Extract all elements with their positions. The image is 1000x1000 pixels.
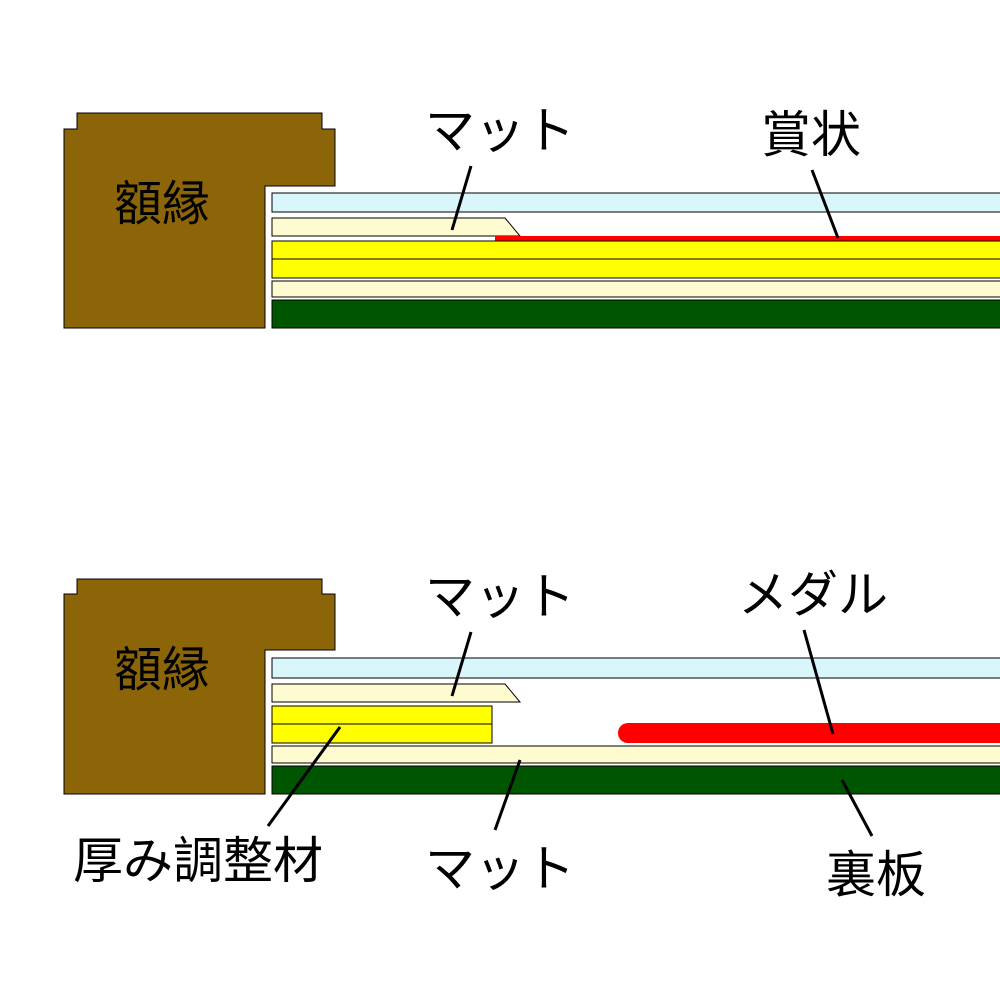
- top-certificate-leader: [810, 169, 840, 239]
- top-certificate-label: 賞状: [761, 106, 861, 164]
- top-mat: [271, 217, 522, 237]
- bottom-mat-bottom-label: マット: [425, 840, 575, 898]
- bottom-frame-label: 額縁: [114, 642, 210, 698]
- bottom-medal-label: メダル: [738, 566, 888, 624]
- bottom-mat-top: [271, 683, 522, 703]
- bottom-backboard-label: 裏板: [826, 846, 926, 904]
- bottom-medal: [618, 723, 1000, 743]
- top-yellow-layer-2: [271, 258, 1000, 279]
- top-mat-label: マット: [425, 102, 575, 160]
- top-cream-layer: [271, 280, 1000, 298]
- bottom-glass: [271, 657, 1000, 679]
- top-diagram: 額縁 マット 賞状: [63, 102, 1000, 329]
- bottom-frame-profile: [63, 578, 336, 795]
- bottom-mat-top-label: マット: [425, 568, 575, 626]
- bottom-medal-leader: [802, 629, 835, 735]
- top-certificate: [495, 236, 1000, 241]
- bottom-diagram: 額縁 マット メダル 厚み調整材 マット 裏板: [63, 566, 1000, 904]
- bottom-mat-bottom-leader: [493, 759, 522, 831]
- bottom-spacer-1: [271, 705, 493, 725]
- bottom-mat-bottom: [271, 745, 1000, 764]
- bottom-spacer-leader: [266, 726, 342, 827]
- bottom-backboard: [271, 765, 1000, 795]
- bottom-spacer-label: 厚み調整材: [73, 832, 323, 890]
- top-frame-label: 額縁: [114, 176, 210, 232]
- top-frame-profile: [63, 112, 336, 329]
- bottom-backboard-leader: [840, 779, 874, 837]
- top-mat-leader: [450, 165, 473, 231]
- top-glass: [271, 192, 1000, 213]
- top-yellow-layer-1: [271, 240, 1000, 260]
- top-backboard: [271, 299, 1000, 329]
- bottom-mat-top-leader: [450, 631, 473, 697]
- bottom-spacer-2: [271, 723, 493, 744]
